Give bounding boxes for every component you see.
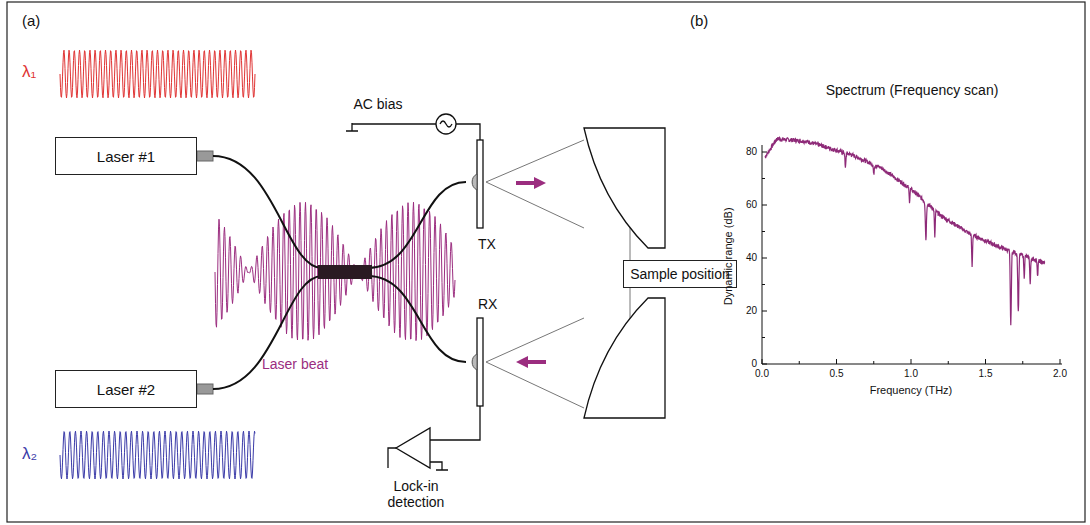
node-label: Sample position <box>630 266 730 282</box>
rx-lens <box>472 354 477 370</box>
text-label: (a) <box>22 12 40 29</box>
lock-in-amplifier <box>388 406 480 470</box>
fiber-connector <box>197 151 213 161</box>
text-label: 1.0 <box>904 368 918 380</box>
text-label: RX <box>478 296 497 312</box>
text-label: 40 <box>746 252 757 264</box>
text-label: TX <box>478 236 496 252</box>
text-label: λ₁ <box>22 62 36 82</box>
text-label: Spectrum (Frequency scan) <box>826 82 999 98</box>
rx-plate <box>477 318 483 406</box>
text-label: AC bias <box>353 96 402 112</box>
text-label: Laser beat <box>262 356 328 372</box>
fiber-connector <box>197 384 213 394</box>
beam-arrow <box>516 356 528 368</box>
text-label: 80 <box>746 146 757 158</box>
text-label: 0.5 <box>830 368 844 380</box>
fiber-coupler <box>318 265 372 279</box>
frame <box>7 2 1085 522</box>
text-label: (b) <box>690 12 708 29</box>
beam-arrow <box>516 181 536 185</box>
text-label: λ₂ <box>22 444 37 464</box>
node-label: Laser #2 <box>97 381 155 398</box>
node-label: Laser #1 <box>97 148 155 165</box>
laser-box: Laser #1 <box>55 137 197 175</box>
text-label: 20 <box>746 305 757 317</box>
tx-plate <box>477 140 483 228</box>
beam-arrow <box>534 177 546 189</box>
beam-arrow <box>526 360 546 364</box>
laser-box: Laser #2 <box>55 370 197 408</box>
wave <box>60 50 255 98</box>
fibers <box>213 156 466 389</box>
text-label: Frequency (THz) <box>870 384 953 397</box>
text-label: 60 <box>746 199 757 211</box>
text-label: 0.0 <box>755 368 769 380</box>
text-label: 1.5 <box>979 368 993 380</box>
ac-bias-circuit <box>346 114 480 140</box>
text-label: 2.0 <box>1053 368 1067 380</box>
tx-lens <box>472 174 477 190</box>
text-label: Dynamic range (dB) <box>722 207 735 305</box>
text-label: Lock-in detection <box>381 478 451 510</box>
waves <box>60 50 455 479</box>
spectrum-curve <box>765 137 1045 325</box>
sample-box: Sample position <box>623 260 737 288</box>
parabolic-mirror <box>584 298 665 418</box>
wave <box>60 431 255 479</box>
parabolic-mirror <box>584 128 665 248</box>
